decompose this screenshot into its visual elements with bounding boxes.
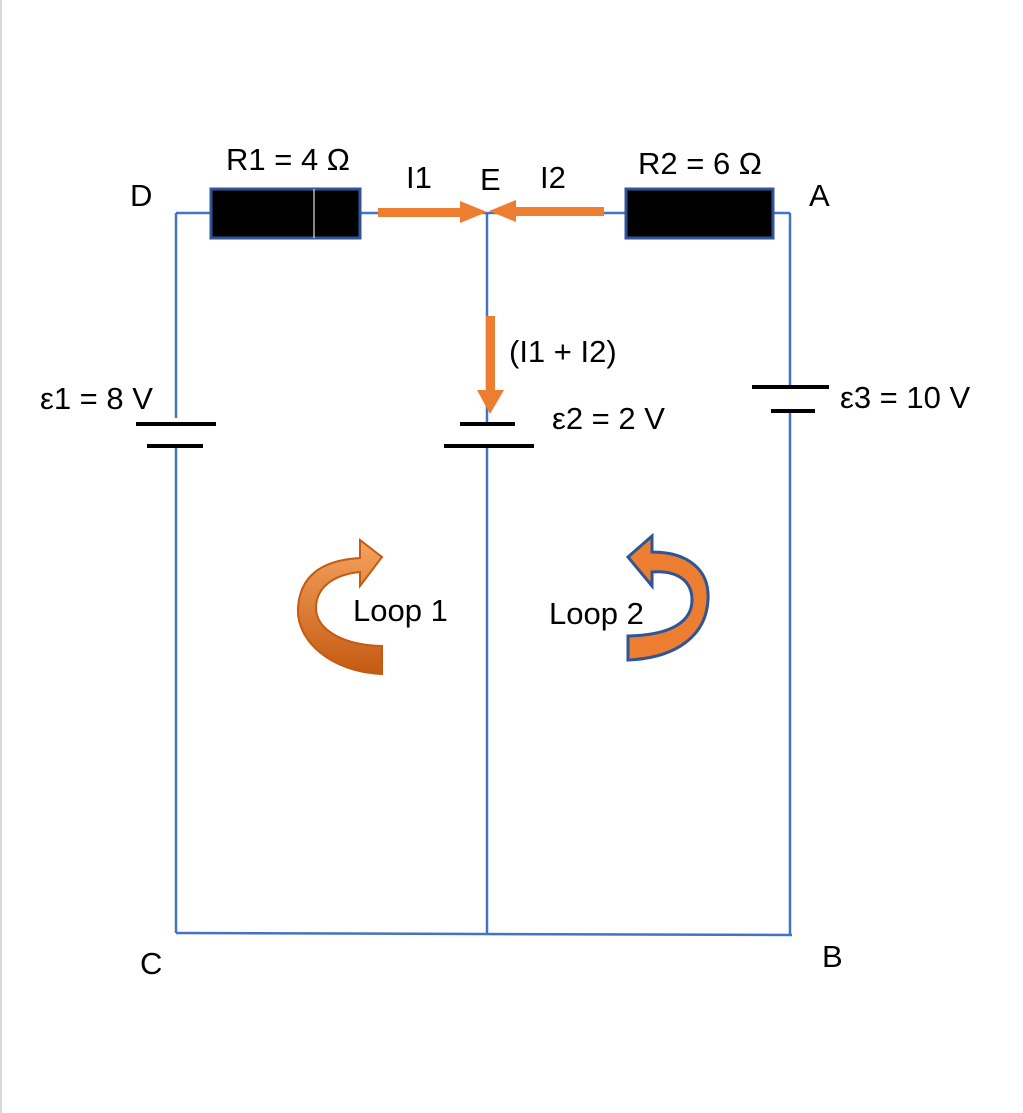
current-arrow-i1 [378,201,487,223]
node-label-a: A [809,178,830,213]
resistor-r2 [624,187,775,240]
emf-label-e2: ε2 = 2 V [552,401,665,436]
current-label-i2: I2 [540,160,566,195]
node-label-d: D [130,178,152,213]
current-label-i1: I1 [406,160,432,195]
emf-label-e1: ε1 = 8 V [40,381,153,416]
node-label-b: B [822,939,843,974]
loop1-arrow-icon [296,537,384,676]
node-label-c: C [140,946,162,981]
current-arrow-sum [477,316,504,414]
loop-label-2: Loop 2 [549,596,644,631]
emf-label-e3: ε3 = 10 V [840,380,970,415]
node-label-e: E [480,162,501,197]
resistor-r1 [209,187,362,240]
resistor-label-r2: R2 = 6 Ω [638,146,762,181]
loop2-arrow-icon [625,532,710,662]
battery-e1 [136,422,216,448]
resistor-label-r1: R1 = 4 Ω [226,142,350,177]
battery-e3 [752,385,829,413]
current-arrow-i2 [489,200,604,222]
battery-e2 [444,422,534,448]
loop-label-1: Loop 1 [353,593,448,628]
current-label-sum: (I1 + I2) [509,334,617,369]
wire-c-b [175,931,793,937]
